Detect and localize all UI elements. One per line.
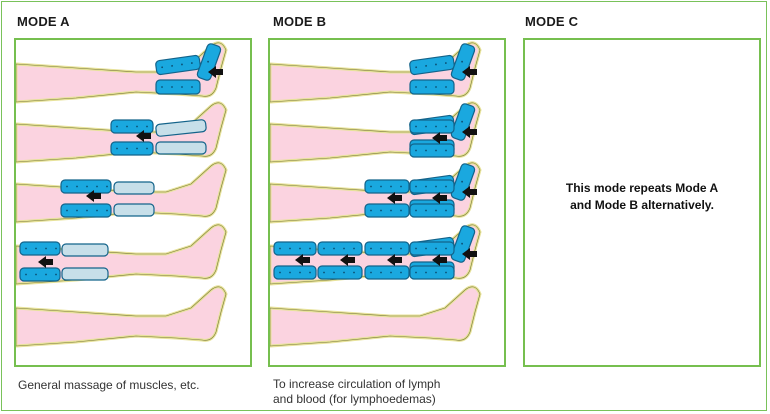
- leg-icon: [16, 103, 226, 162]
- mode-b-caption-line-1: To increase circulation of lymph: [273, 377, 440, 392]
- mode-b-illustration: [270, 40, 504, 365]
- mode-b-title: MODE B: [273, 14, 326, 29]
- leg-icon: [270, 225, 480, 284]
- leg-icon: [270, 103, 480, 162]
- mode-c-description: This mode repeats Mode A and Mode B alte…: [525, 180, 759, 214]
- leg-icon: [16, 43, 226, 102]
- mode-c-title: MODE C: [525, 14, 578, 29]
- leg-icon: [16, 163, 226, 222]
- mode-a-caption: General massage of muscles, etc.: [18, 378, 199, 393]
- mode-b-panel: [268, 38, 506, 367]
- leg-icon: [16, 225, 226, 284]
- leg-icon: [270, 163, 480, 222]
- mode-b-caption: To increase circulation of lymph and blo…: [273, 377, 440, 407]
- mode-a-illustration: [16, 40, 250, 365]
- mode-c-description-line-1: This mode repeats Mode A: [535, 180, 749, 197]
- leg-icon: [16, 287, 226, 346]
- mode-c-description-line-2: and Mode B alternatively.: [535, 197, 749, 214]
- leg-icon: [270, 287, 480, 346]
- mode-a-panel: [14, 38, 252, 367]
- mode-c-panel: This mode repeats Mode A and Mode B alte…: [523, 38, 761, 367]
- mode-a-title: MODE A: [17, 14, 70, 29]
- mode-b-caption-line-2: and blood (for lymphoedemas): [273, 392, 440, 407]
- leg-icon: [270, 43, 480, 102]
